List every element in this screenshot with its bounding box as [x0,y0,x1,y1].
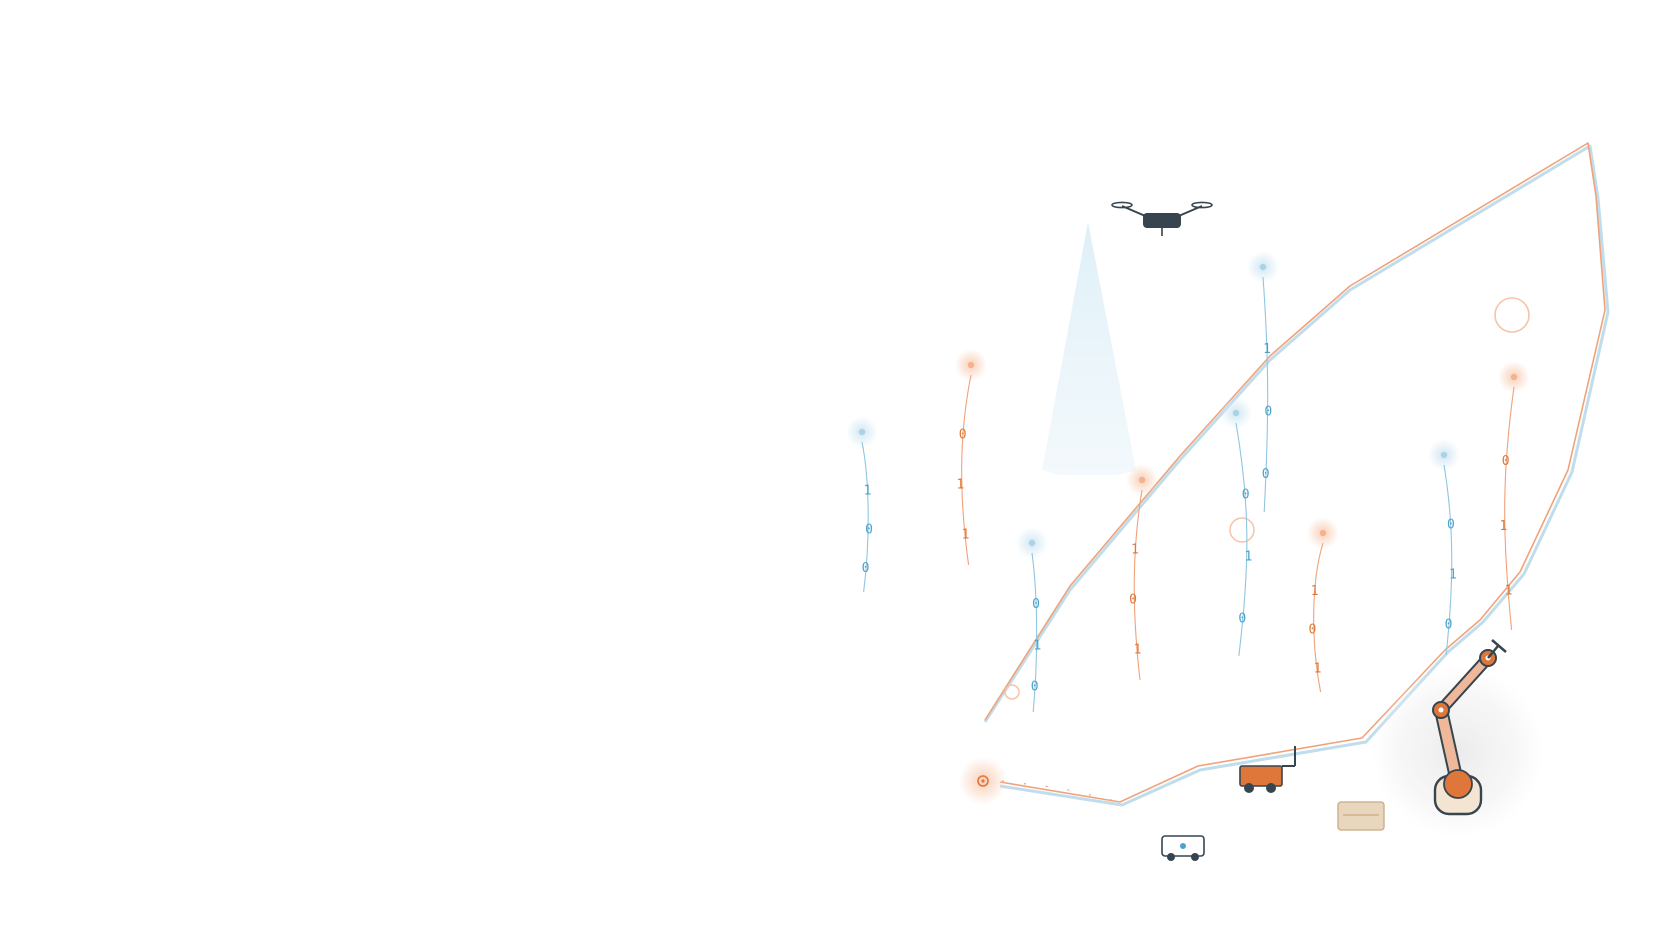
stream-source-dot [1138,476,1146,484]
stream-trail [961,374,972,566]
stream-digit: 0 [1032,597,1040,612]
crate-icon [1337,801,1385,831]
stream-source-dot [1259,263,1267,271]
stream-digit: 1 [1131,543,1139,558]
stream-digit: 1 [1033,638,1041,653]
stream-digit: 1 [1499,519,1507,534]
robot-arm-icon [1372,639,1544,838]
stream-trail [1235,422,1248,657]
stream-digit: 0 [959,428,967,443]
rover-icon [1161,835,1205,861]
stream-digit: 1 [956,478,964,493]
stream-digit: 1 [1134,643,1142,658]
stream-source-dot [1440,451,1448,459]
waypoint-marker [1004,684,1020,700]
stream-source-dot [858,428,866,436]
data-stream: 1 0 0 [846,416,878,593]
stream-digit: 1 [1505,584,1513,599]
waypoint-marker [1494,297,1530,333]
data-stream: 0 1 0 [1220,397,1252,657]
drone-scan-beam [1042,222,1136,475]
stream-digit: 0 [1308,623,1316,638]
data-stream: 0 1 0 [1016,527,1048,713]
stream-digit: 0 [1129,593,1137,608]
stream-source-dot [967,361,975,369]
stream-source-dot [1028,539,1036,547]
stream-digit: 1 [1244,549,1252,564]
data-stream: 0 1 1 [955,349,987,566]
drone-icon [1111,201,1213,236]
stream-digit: 1 [1263,342,1271,357]
stream-trail [861,441,869,593]
stream-source-dot [1510,373,1518,381]
stream-digit: 1 [1311,584,1319,599]
stream-digit: 1 [1449,568,1457,583]
stream-digit: 0 [1242,487,1250,502]
data-stream: 1 0 1 [1126,464,1158,681]
stream-digit: 1 [864,483,872,498]
stream-source-dot [1232,409,1240,417]
origin-point [959,757,1007,805]
stream-digit: 0 [865,522,873,537]
data-stream: 1 0 0 [1247,251,1279,513]
stream-digit: 0 [1238,611,1246,626]
stream-trail [1313,542,1324,693]
stream-trail [1262,276,1269,513]
data-stream: 0 1 0 [1428,439,1460,656]
delivery-robot-icon [1239,746,1296,793]
stream-digit: 1 [962,528,970,543]
stream-trail [1504,386,1515,631]
stream-digit: 0 [1502,454,1510,469]
stream-digit: 1 [1314,661,1322,676]
stream-trail [1031,552,1038,713]
stream-source-dot [1319,529,1327,537]
stream-digit: 0 [1264,405,1272,420]
waypoint-marker [1229,517,1255,543]
stream-digit: 0 [1031,680,1039,695]
stream-trail [1133,489,1143,681]
stream-digit: 0 [1447,518,1455,533]
data-stream: 0 1 1 [1498,361,1530,631]
stream-trail [1443,464,1453,656]
stream-digit: 0 [1445,618,1453,633]
stream-digit: 0 [862,561,870,576]
data-stream: 1 0 1 [1307,517,1339,693]
stream-digit: 0 [1262,467,1270,482]
